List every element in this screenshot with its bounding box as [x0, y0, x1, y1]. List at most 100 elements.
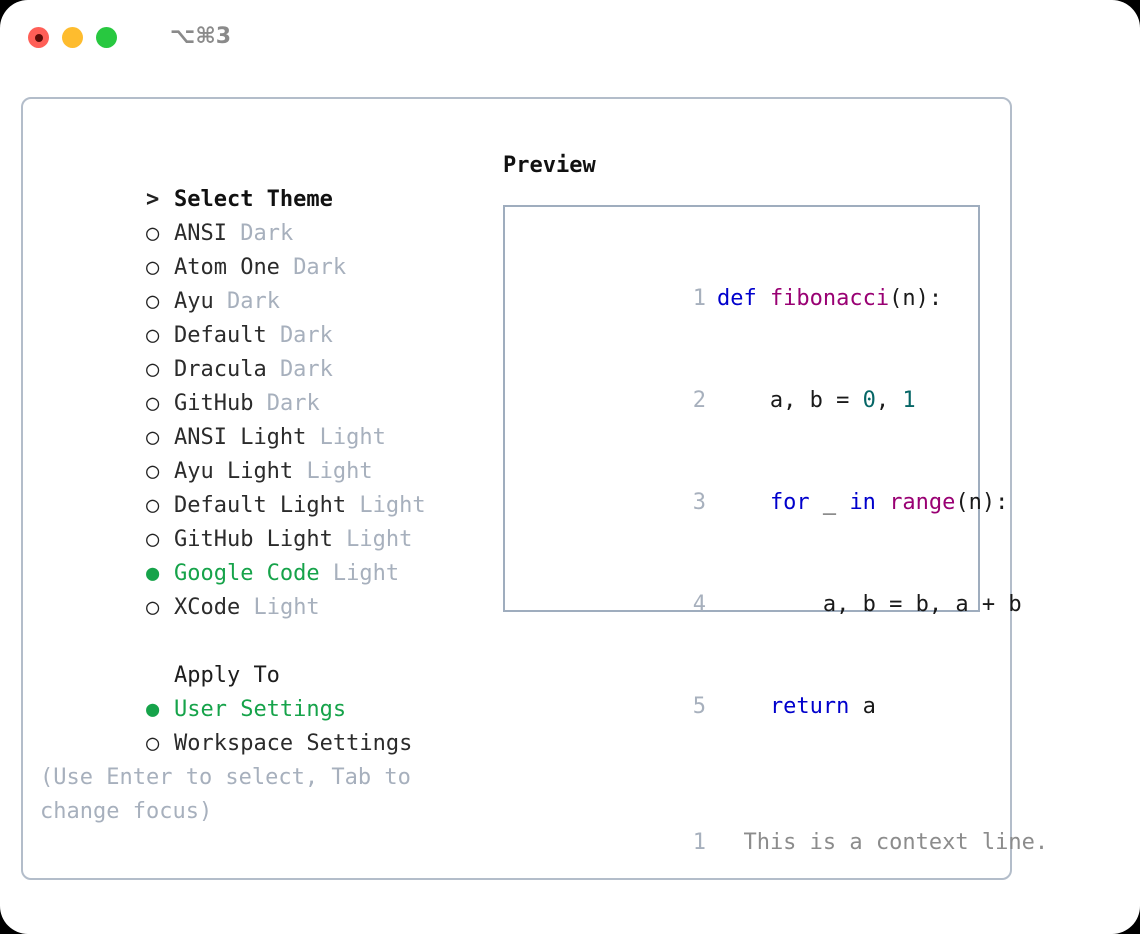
- code-token: for: [769, 490, 810, 515]
- close-button[interactable]: [28, 27, 49, 48]
- radio-selected-icon: ●: [145, 561, 160, 586]
- line-number: 2: [692, 388, 706, 413]
- theme-name: Dracula: [173, 357, 267, 382]
- code-token: (n):: [889, 286, 943, 311]
- radio-unselected-icon: ○: [145, 527, 160, 552]
- theme-tag: Light: [359, 493, 426, 518]
- traffic-light-group: [28, 27, 117, 48]
- code-token: ,: [875, 388, 903, 413]
- theme-list-item[interactable]: ○ ANSI Dark: [40, 183, 480, 246]
- line-number: 1: [692, 830, 706, 855]
- code-token: a, b = b, a + b: [716, 592, 1022, 617]
- theme-name: Ayu: [173, 289, 214, 314]
- radio-unselected-icon: ○: [145, 391, 160, 416]
- code-token: in: [849, 490, 876, 515]
- theme-tag: Dark: [226, 289, 280, 314]
- radio-unselected-icon: ○: [145, 493, 160, 518]
- code-token: [717, 694, 770, 719]
- theme-tag: Dark: [279, 323, 333, 348]
- code-token: 0: [862, 388, 876, 413]
- code-line: 2 a, b = 0, 1: [517, 350, 972, 452]
- theme-list-item[interactable]: ○ Default Light Light: [40, 455, 480, 518]
- line-number: 2: [676, 928, 706, 934]
- apply-to-group-label: Apply To: [40, 625, 480, 688]
- minimize-button[interactable]: [62, 27, 83, 48]
- theme-name: ANSI Light: [173, 425, 307, 450]
- keyboard-hint-line-2: change focus): [40, 799, 213, 824]
- code-token: [717, 490, 770, 515]
- radio-unselected-icon: ○: [145, 255, 160, 280]
- diff-text: This is a context line.: [730, 830, 1049, 855]
- apply-to-item-user-settings[interactable]: ● User Settings: [40, 659, 480, 722]
- radio-unselected-icon: ○: [145, 289, 160, 314]
- theme-tag: Light: [332, 561, 400, 586]
- theme-list-item[interactable]: ○Ayu Light Light: [40, 421, 480, 484]
- diff-line-context: 1 This is a context line.: [517, 792, 1048, 894]
- theme-list-item[interactable]: ○ ANSI Light Light: [40, 387, 480, 450]
- theme-list-item[interactable]: ○ GitHub Dark: [40, 353, 480, 416]
- theme-tag: Dark: [293, 255, 347, 280]
- theme-tag: Light: [253, 595, 320, 620]
- keyboard-shortcut-label: ⌥⌘3: [170, 24, 232, 49]
- theme-tag: Light: [306, 459, 373, 484]
- theme-name: Google Code: [173, 561, 320, 586]
- radio-unselected-icon: ○: [145, 221, 160, 246]
- apply-to-item-label: Workspace Settings: [173, 731, 413, 756]
- line-number: 4: [692, 592, 706, 617]
- diff-sign: -: [717, 932, 730, 934]
- code-token: return: [769, 694, 850, 719]
- select-theme-title: Select Theme: [173, 187, 333, 212]
- apply-to-item-label: User Settings: [173, 697, 347, 722]
- theme-tag: Dark: [266, 391, 320, 416]
- theme-list-item-selected[interactable]: ● Google Code Light: [40, 523, 480, 586]
- apply-to-item-workspace-settings[interactable]: ○ Workspace Settings: [40, 693, 480, 756]
- theme-name: ANSI: [173, 221, 227, 246]
- radio-unselected-icon: ○: [145, 459, 160, 484]
- theme-list-item[interactable]: ○ Default Dark: [40, 285, 480, 348]
- theme-name: GitHub Light: [173, 527, 333, 552]
- radio-unselected-icon: ○: [145, 595, 160, 620]
- theme-name: Default: [173, 323, 267, 348]
- theme-tag: Dark: [240, 221, 294, 246]
- code-token: a, b =: [716, 388, 863, 413]
- code-line: 4 a, b = b, a + b: [517, 554, 1022, 656]
- theme-list-item[interactable]: ○Atom One Dark: [40, 217, 480, 280]
- radio-unselected-icon: ○: [145, 323, 160, 348]
- theme-name: GitHub: [173, 391, 254, 416]
- theme-list-item[interactable]: ○ GitHub Light Light: [40, 489, 480, 552]
- code-token: def: [716, 286, 770, 311]
- radio-unselected-icon: ○: [145, 731, 160, 756]
- prompt-caret-icon: >: [145, 187, 160, 212]
- theme-list-item[interactable]: ○ Ayu Dark: [40, 251, 480, 314]
- theme-list-item[interactable]: ○ Dracula Dark: [40, 319, 480, 382]
- diff-sign: [717, 830, 730, 855]
- code-token: fibonacci: [769, 286, 890, 311]
- theme-tag: Dark: [279, 357, 333, 382]
- code-line: 1 def fibonacci(n):: [517, 248, 972, 350]
- code-line: 3 for _ in range(n):: [517, 452, 1009, 554]
- diff-text: This line was deleted.: [730, 932, 1034, 934]
- radio-selected-icon: ●: [145, 697, 160, 722]
- diff-line-deleted: 2 - This line was deleted.: [517, 894, 1035, 934]
- title-bar: ⌥⌘3: [0, 0, 1140, 76]
- radio-unselected-icon: ○: [145, 357, 160, 382]
- select-theme-header: > Select Theme: [40, 149, 480, 212]
- recording-indicator-icon: [34, 33, 43, 42]
- settings-card: >Select Theme ○ANSI Dark ○Atom One Dark …: [21, 97, 1048, 934]
- maximize-button[interactable]: [96, 27, 117, 48]
- theme-tag: Light: [319, 425, 386, 450]
- theme-list-item[interactable]: ○ XCode Light: [40, 557, 480, 620]
- line-number: 1: [692, 286, 706, 311]
- code-token: 1: [902, 388, 916, 413]
- theme-name: XCode: [173, 595, 241, 620]
- theme-name: Default Light: [173, 493, 347, 518]
- keyboard-hint-line-1: (Use Enter to select, Tab to: [40, 765, 411, 790]
- radio-unselected-icon: ○: [145, 425, 160, 450]
- code-token: _: [809, 490, 850, 515]
- code-token: (n):: [955, 490, 1009, 515]
- line-number: 3: [692, 490, 706, 515]
- code-token: [876, 490, 889, 515]
